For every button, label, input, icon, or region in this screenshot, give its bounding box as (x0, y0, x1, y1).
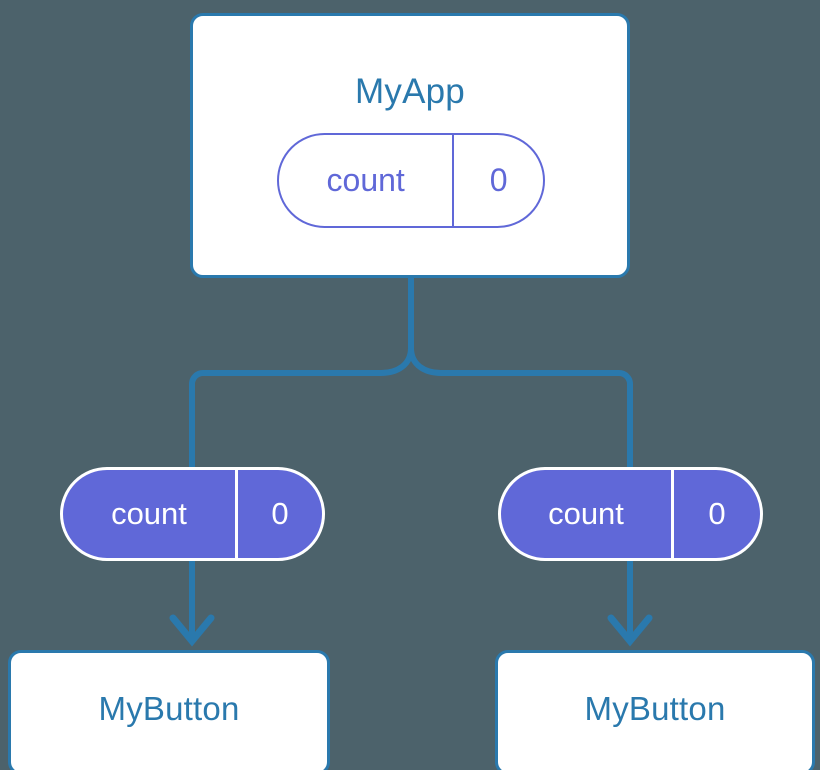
component-card-mybutton-right[interactable]: MyButton (495, 650, 815, 770)
elbow-right (607, 370, 633, 470)
arrow-down-icon-right (607, 614, 653, 647)
props-pill-right-key: count (548, 496, 624, 531)
split-fillet-right (408, 347, 619, 376)
props-pill-left-value: 0 (234, 470, 322, 558)
arrow-down-icon-left (169, 614, 215, 647)
elbow-left (189, 370, 215, 470)
props-pill-right[interactable]: count 0 (498, 467, 763, 561)
props-pill-left-key: count (111, 496, 187, 531)
state-pill-value: 0 (452, 135, 543, 226)
props-pill-right-value: 0 (671, 470, 760, 558)
component-label-mybutton-left: MyButton (98, 690, 240, 727)
component-label-mybutton-right: MyButton (584, 690, 726, 727)
state-pill-key: count (326, 162, 405, 198)
split-fillet-left (203, 347, 414, 376)
component-card-myapp[interactable]: MyApp (190, 13, 630, 278)
component-label-myapp: MyApp (355, 72, 465, 111)
state-pill-count[interactable]: count 0 (277, 133, 545, 228)
props-pill-left[interactable]: count 0 (60, 467, 325, 561)
component-card-mybutton-left[interactable]: MyButton (8, 650, 330, 770)
